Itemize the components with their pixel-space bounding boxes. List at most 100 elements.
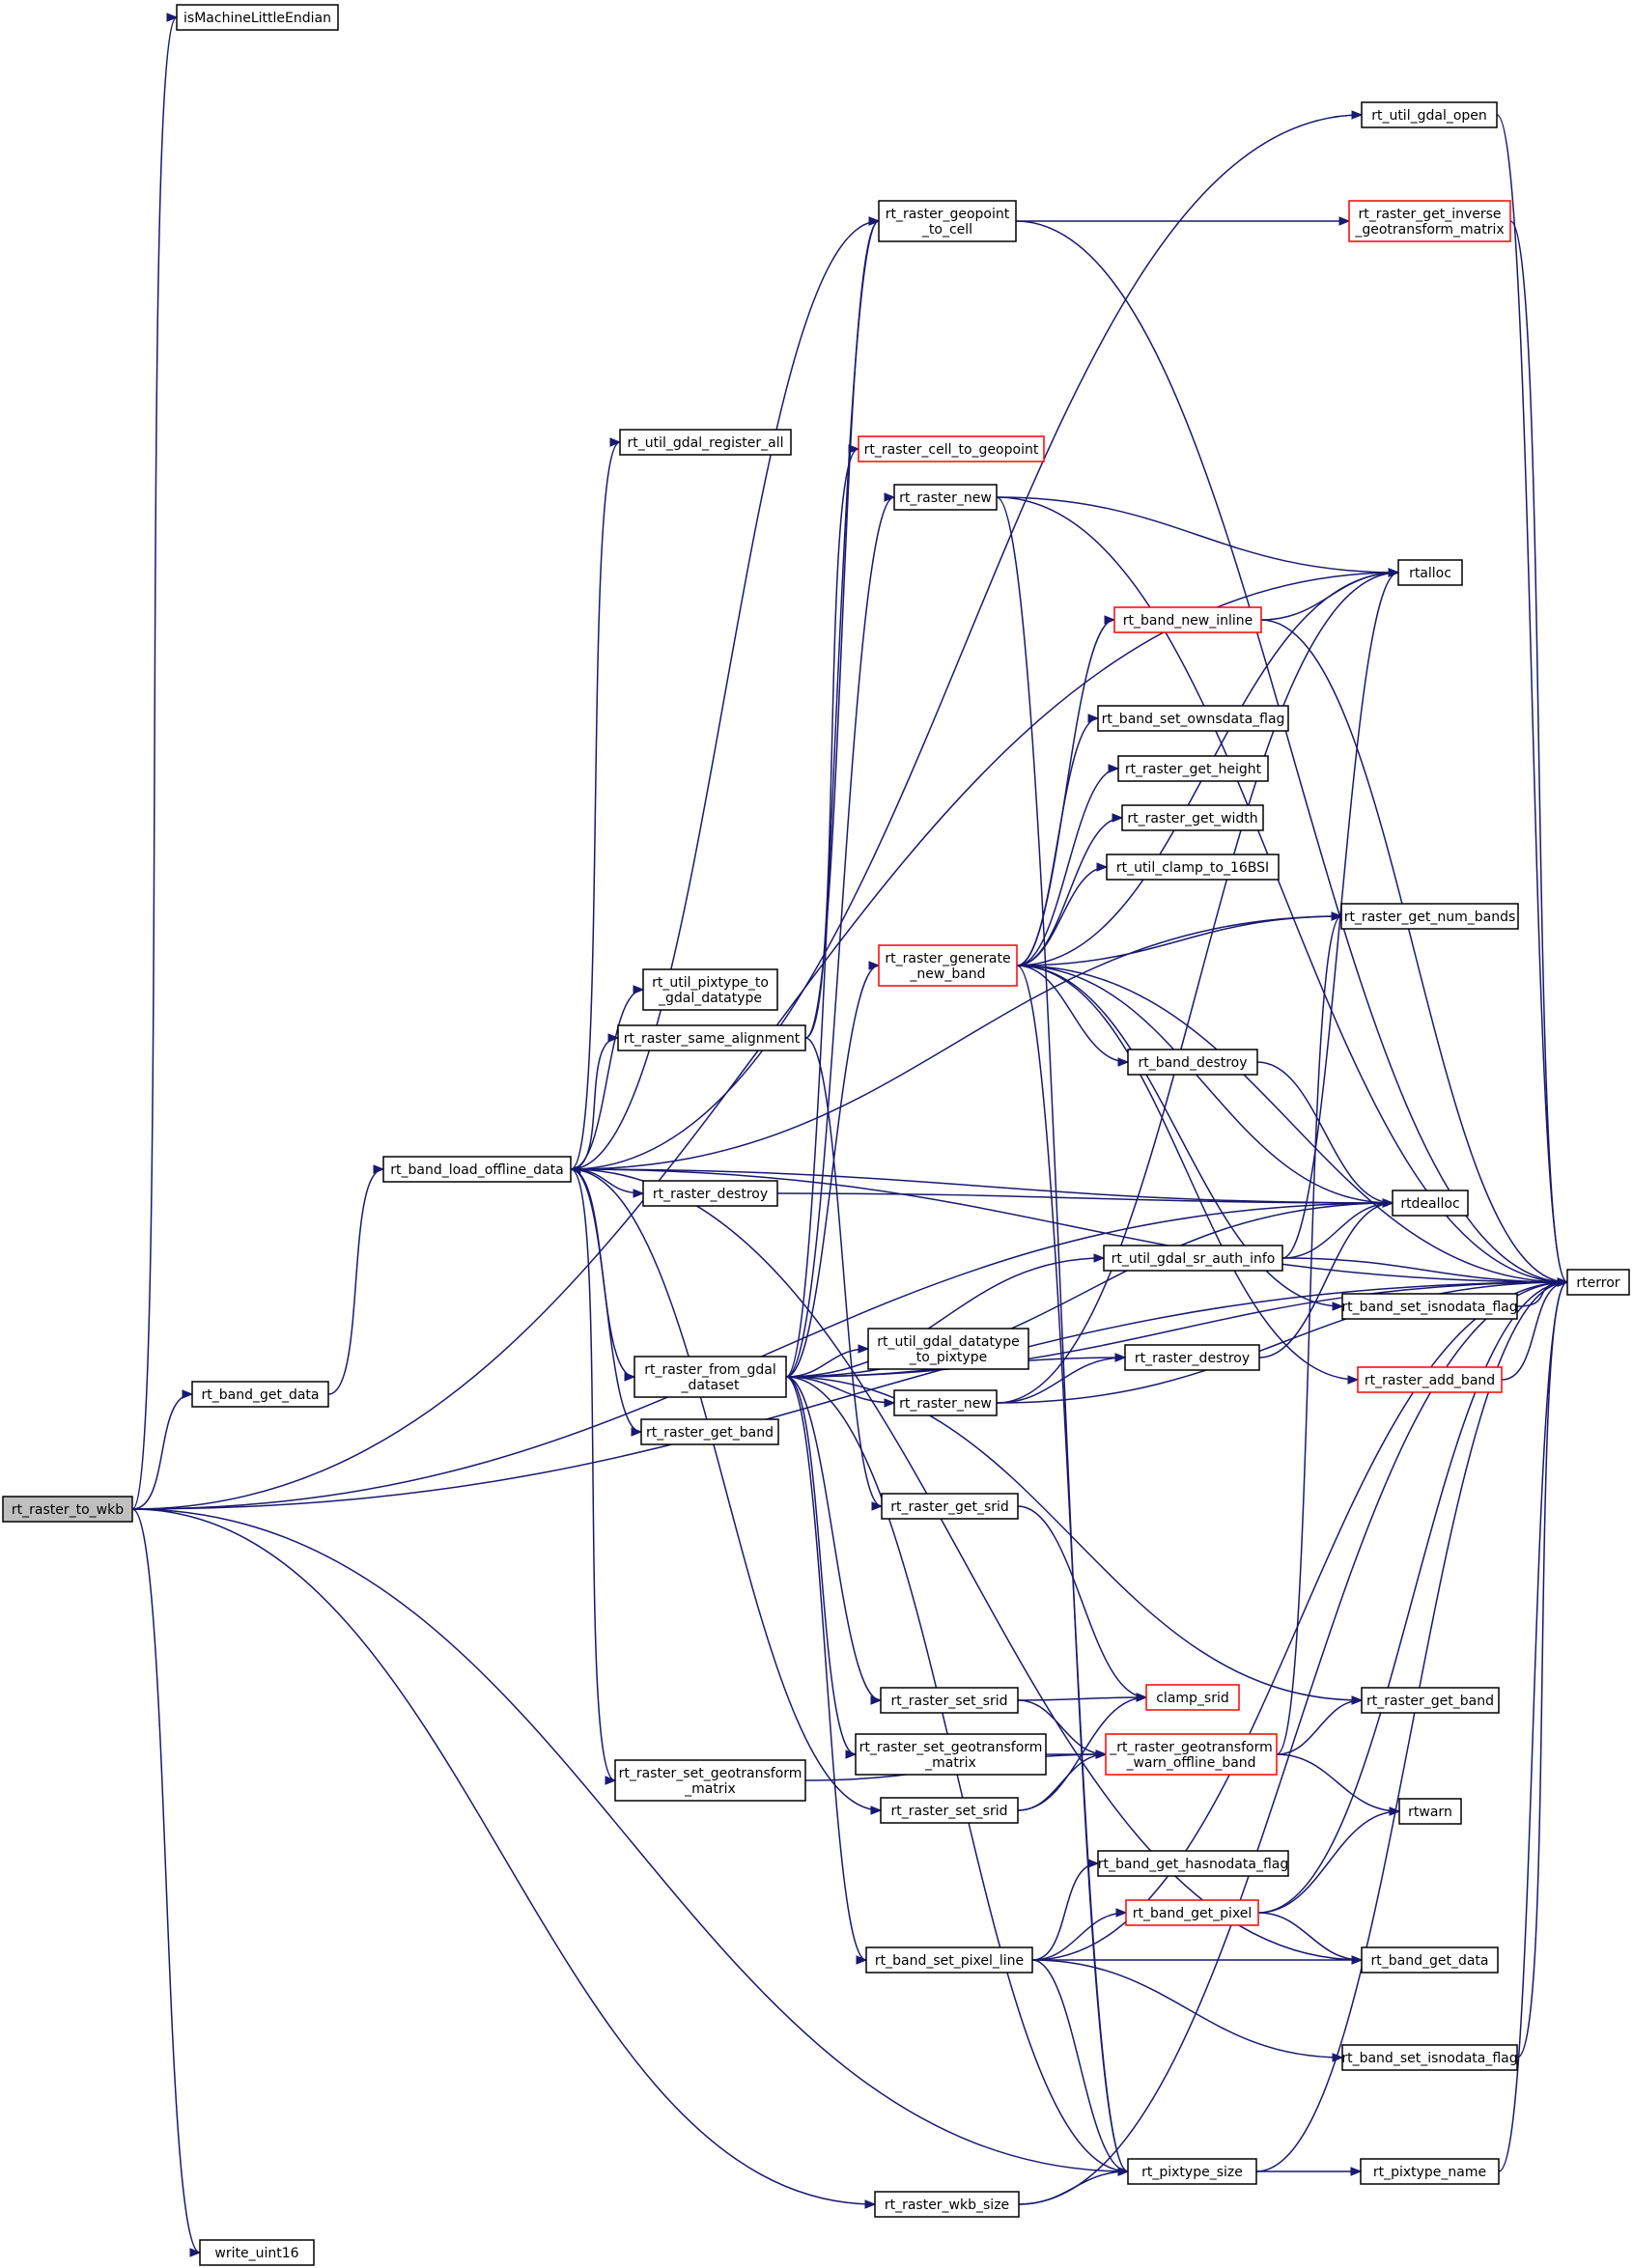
node-rtwarn[interactable]: rtwarn (1398, 1798, 1462, 1825)
node-label: rt_util_gdal_open (1371, 108, 1487, 124)
node-label: rt_raster_get_num_bands (1344, 910, 1516, 925)
node-rtdealloc[interactable]: rtdealloc (1392, 1190, 1469, 1217)
node-label: _dataset (681, 1378, 740, 1393)
edge-fromgdal-to-geopoint (785, 216, 881, 1378)
edge-line (996, 1281, 1568, 1404)
node-rt-raster-get-inverse-geotransform-matrix[interactable]: rt_raster_get_inverse_geotransform_matri… (1348, 200, 1511, 242)
node-rt-band-destroy[interactable]: rt_band_destroy (1127, 1049, 1258, 1076)
node-rt-band-set-isnodata-flag[interactable]: rt_band_set_isnodata_flag (1341, 1293, 1518, 1320)
node-rt-util-gdal-register-all[interactable]: rt_util_gdal_register_all (619, 429, 792, 456)
node-rt-util-gdal-sr-auth-info[interactable]: rt_util_gdal_sr_auth_info (1103, 1245, 1283, 1272)
edge-setpxline-to-getpixel (1031, 1908, 1128, 1961)
node-ismachinelittleendian[interactable]: isMachineLittleEndian (176, 4, 339, 31)
node-rt-util-gdal-open[interactable]: rt_util_gdal_open (1361, 101, 1498, 128)
node-rt-raster-get-band[interactable]: rt_raster_get_band (640, 1418, 779, 1445)
node-rt-util-clamp-to-16bsi[interactable]: rt_util_clamp_to_16BSI (1106, 854, 1280, 881)
node-box (1124, 1344, 1260, 1371)
node-label: rt_raster_get_height (1125, 762, 1262, 777)
edge-line (1258, 1202, 1394, 1358)
node-rt-band-set-isnodata-flag[interactable]: rt_band_set_isnodata_flag (1341, 2044, 1518, 2071)
node-rt-band-get-hasnodata-flag[interactable]: rt_band_get_hasnodata_flag (1097, 1850, 1289, 1877)
node-rt-raster-destroy[interactable]: rt_raster_destroy (642, 1180, 778, 1207)
node-rt-raster-set-srid[interactable]: rt_raster_set_srid (880, 1687, 1019, 1714)
node-box (893, 1389, 998, 1416)
node-rt-raster-from-gdal-dataset[interactable]: rt_raster_from_gdal_dataset (633, 1356, 787, 1398)
node-rt-raster-geotransform-warn-offline-band[interactable]: _rt_raster_geotransform_warn_offline_ban… (1105, 1733, 1278, 1776)
node-rt-raster-new[interactable]: rt_raster_new (893, 484, 998, 511)
node-rt-band-set-pixel-line[interactable]: rt_band_set_pixel_line (865, 1946, 1033, 1974)
node-rt-raster-add-band[interactable]: rt_raster_add_band (1357, 1366, 1503, 1393)
edge-line (131, 1508, 1129, 2172)
edge-genband-to-addband (1016, 965, 1360, 1385)
node-rt-band-new-inline[interactable]: rt_band_new_inline (1113, 606, 1262, 633)
node-label: rt_raster_wkb_size (885, 2198, 1009, 2213)
edge-gtwarn-to-rtwarn (1276, 1753, 1401, 1816)
node-rt-band-get-data[interactable]: rt_band_get_data (1361, 1946, 1499, 1974)
edge-line (570, 114, 1363, 1170)
node-rterror[interactable]: rterror (1566, 1269, 1630, 1296)
edge-setpxline-to-isnodata2 (1031, 1959, 1344, 2062)
node-rt-pixtype-size[interactable]: rt_pixtype_size (1127, 2158, 1257, 2185)
node-rt-util-pixtype-to-gdal-datatype[interactable]: rt_util_pixtype_to_gdal_datatype (642, 968, 778, 1011)
node-write-uint16[interactable]: write_uint16 (199, 2239, 315, 2266)
edge-arrowhead (1087, 1859, 1100, 1868)
node-box (1127, 1049, 1258, 1076)
node-rt-raster-geopoint-to-cell[interactable]: rt_raster_geopoint_to_cell (878, 200, 1017, 242)
edge-arrowhead (1136, 1693, 1148, 1702)
node-rt-raster-generate-new-band[interactable]: rt_raster_generate_new_band (878, 944, 1018, 987)
node-box (1341, 1293, 1518, 1320)
edge-line (570, 1168, 882, 1811)
node-rt-pixtype-name[interactable]: rt_pixtype_name (1360, 2158, 1500, 2185)
node-rt-raster-get-srid[interactable]: rt_raster_get_srid (881, 1493, 1019, 1520)
node-rt-raster-set-srid[interactable]: rt_raster_set_srid (880, 1797, 1019, 1824)
node-label: _matrix (924, 1755, 976, 1771)
node-box (880, 1797, 1019, 1824)
edge-setsrid2-to-gtwarn (1017, 1750, 1108, 1811)
edge-arrowhead (1117, 2167, 1130, 2176)
node-label: rt_band_get_data (1371, 1953, 1489, 1969)
node-rtalloc[interactable]: rtalloc (1397, 559, 1463, 586)
node-rt-raster-set-geotransform-matrix[interactable]: rt_raster_set_geotransform_matrix (614, 1759, 806, 1802)
node-rt-band-get-data[interactable]: rt_band_get_data (191, 1381, 329, 1408)
node-label: clamp_srid (1156, 1691, 1229, 1706)
node-rt-raster-get-width[interactable]: rt_raster_get_width (1121, 804, 1264, 831)
node-rt-raster-get-num-bands[interactable]: rt_raster_get_num_bands (1340, 903, 1519, 930)
edge-line (996, 496, 1399, 574)
edge-pxsize-to-pxname (1256, 2167, 1363, 2176)
node-label: _geotransform_matrix (1354, 222, 1504, 238)
node-box (874, 2191, 1020, 2218)
node-rt-raster-new[interactable]: rt_raster_new (893, 1389, 998, 1416)
node-clamp-srid[interactable]: clamp_srid (1145, 1684, 1240, 1711)
node-rt-raster-same-alignment[interactable]: rt_raster_same_alignment (617, 1024, 806, 1051)
node-label: rt_band_get_data (202, 1387, 320, 1403)
node-rt-raster-destroy[interactable]: rt_raster_destroy (1124, 1344, 1260, 1371)
node-box (1106, 854, 1280, 881)
edge-line (1276, 915, 1342, 1755)
node-rt-raster-wkb-size[interactable]: rt_raster_wkb_size (874, 2191, 1020, 2218)
edge-pxname-to-rterror (1498, 1277, 1569, 2172)
edge-arrowhead (1338, 216, 1351, 226)
edge-arrowhead (633, 985, 645, 994)
node-rt-band-load-offline-data[interactable]: rt_band_load_offline_data (382, 1156, 572, 1183)
node-label: rtwarn (1408, 1805, 1452, 1820)
node-rt-raster-get-band[interactable]: rt_raster_get_band (1361, 1687, 1500, 1714)
node-rt-band-get-pixel[interactable]: rt_band_get_pixel (1125, 1899, 1259, 1926)
edge-line (785, 220, 880, 1378)
node-box (1566, 1269, 1630, 1296)
edge-setpxline-to-hasnodata (1031, 1859, 1100, 1961)
node-label: rt_raster_new (899, 1396, 992, 1412)
edge-arrowhead (1096, 862, 1109, 872)
node-label: _warn_offline_band (1125, 1755, 1255, 1771)
node-rt-util-gdal-datatype-to-pixtype[interactable]: rt_util_gdal_datatype_to_pixtype (867, 1328, 1029, 1370)
node-label: _gdal_datatype (658, 991, 762, 1006)
node-rt-band-set-ownsdata-flag[interactable]: rt_band_set_ownsdata_flag (1097, 705, 1289, 732)
node-rt-raster-cell-to-geopoint[interactable]: rt_raster_cell_to_geopoint (858, 435, 1045, 462)
edge-line (570, 1168, 644, 1194)
edge-arrowhead (868, 216, 881, 226)
edge-fromgdal-to-genband (785, 961, 881, 1378)
edge-line (785, 1376, 882, 1701)
node-label: rt_band_load_offline_data (390, 1162, 563, 1178)
edge-line (1257, 1912, 1363, 1961)
node-rt-raster-get-height[interactable]: rt_raster_get_height (1117, 755, 1269, 782)
node-rt-raster-set-geotransform-matrix[interactable]: rt_raster_set_geotransform_matrix (855, 1733, 1047, 1776)
